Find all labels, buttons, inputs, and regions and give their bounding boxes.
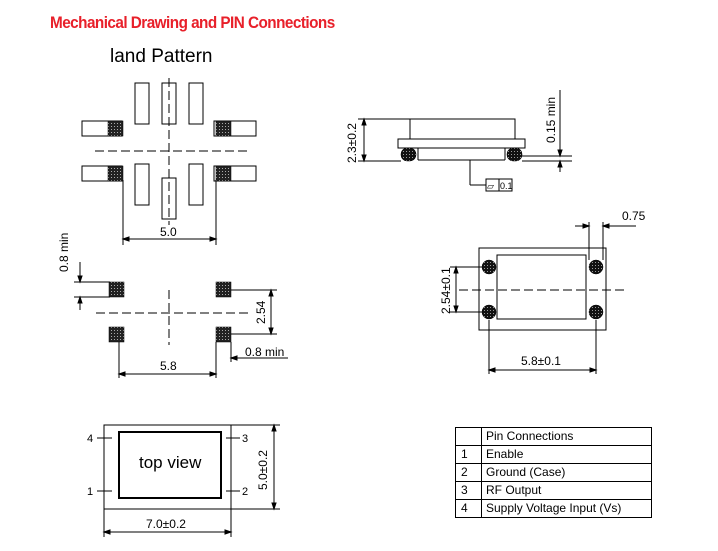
bottom-dim-pad-label: 0.75: [622, 209, 646, 223]
side-dim-height-label: 2.3±0.2: [345, 123, 359, 163]
bottom-dim-span-lines: [487, 320, 598, 374]
table-header-blank: [455, 427, 482, 446]
table-row: 3 RF Output: [455, 481, 652, 500]
dim-span-lines: [117, 342, 218, 378]
land-pad-outline: [134, 163, 150, 206]
section-heading: Mechanical Drawing and PIN Connections: [50, 13, 335, 32]
bottom-view-outline: [478, 247, 607, 331]
dim-pad-label: 0.8 min: [245, 345, 284, 359]
land-pad-outline: [213, 120, 257, 137]
bottom-dim-pitch-lines: [450, 265, 482, 314]
side-dim-standoff-label: 0.15 min: [544, 97, 558, 143]
land-pad-outline: [213, 165, 257, 182]
bottom-view-drawing: 0.75 2.54±0.1 5.8±0.1: [439, 209, 646, 374]
pin-number: 2: [455, 463, 482, 482]
dim-span-label: 5.8: [160, 359, 177, 373]
land-pad-outline: [188, 82, 204, 125]
pin-function: Ground (Case): [481, 463, 652, 482]
flatness-value: 0.1: [500, 181, 513, 191]
table-row: 2 Ground (Case): [455, 463, 652, 482]
side-dim-height-lines: [358, 117, 410, 163]
dim-pad-lines: [215, 342, 288, 378]
land-pad-outline: [188, 163, 204, 206]
side-view-lid: [409, 118, 516, 140]
land-hatched-pads: [107, 120, 232, 182]
side-view-drawing: 2.3±0.2 0.15 min ⏥ 0.1: [345, 90, 572, 192]
dim-width-lines: [121, 180, 218, 245]
dim-height-lines: [74, 262, 110, 310]
dim-pitch-lines: [231, 288, 277, 336]
top-dim-height-lines: [231, 423, 280, 511]
top-dim-width-label: 7.0±0.2: [146, 517, 186, 531]
table-row: 4 Supply Voltage Input (Vs): [455, 499, 652, 518]
top-view-pin-3: 3: [242, 433, 248, 445]
land-centerlines: [95, 78, 250, 225]
dim-height-label: 0.8 min: [57, 233, 71, 272]
bottom-view-inner: [496, 254, 587, 320]
dim-width-label: 5.0: [160, 225, 177, 239]
top-view-inner: [118, 431, 222, 499]
top-view-pin-2: 2: [242, 486, 248, 498]
side-view-base: [397, 138, 526, 149]
flatness-symbol: ⏥: [487, 181, 494, 191]
top-view-pin-4: 4: [87, 433, 93, 445]
top-view-outline: [103, 424, 232, 510]
bottom-dim-pitch-label: 2.54±0.1: [439, 267, 453, 314]
land-pattern-drawing: land Pattern: [57, 46, 288, 378]
land-lower-pads: [108, 281, 232, 343]
table-row: 1 Enable: [455, 445, 652, 464]
bottom-dim-span-label: 5.8±0.1: [521, 354, 561, 368]
pin-function: Enable: [481, 445, 652, 464]
top-view-label: top view: [139, 453, 202, 472]
top-dim-width-lines: [102, 509, 233, 537]
land-pad-outline: [134, 82, 150, 125]
pin-function: Supply Voltage Input (Vs): [481, 499, 652, 518]
top-view-pin-leaders: [97, 437, 240, 492]
land-pattern-title: land Pattern: [110, 46, 212, 67]
side-view-pads: [400, 147, 523, 162]
top-view-pin-1: 1: [87, 486, 93, 498]
land-lower-centerlines: [96, 290, 250, 345]
top-dim-height-label: 5.0±0.2: [256, 450, 270, 490]
pin-connections-table: Pin Connections 1 Enable 2 Ground (Case)…: [455, 427, 652, 518]
pin-number: 4: [455, 499, 482, 518]
flatness-callout: [469, 160, 513, 192]
top-view-drawing: top view 4 1 3 2 5.0±0.2: [87, 423, 280, 537]
bottom-dim-pad-lines: [575, 222, 636, 260]
table-header-title: Pin Connections: [481, 427, 652, 446]
table-header-row: Pin Connections: [455, 427, 652, 446]
pin-number: 1: [455, 445, 482, 464]
dim-pitch-label: 2.54: [254, 300, 268, 324]
pin-function: RF Output: [481, 481, 652, 500]
side-dim-standoff-lines: [522, 90, 572, 172]
pin-number: 3: [455, 481, 482, 500]
